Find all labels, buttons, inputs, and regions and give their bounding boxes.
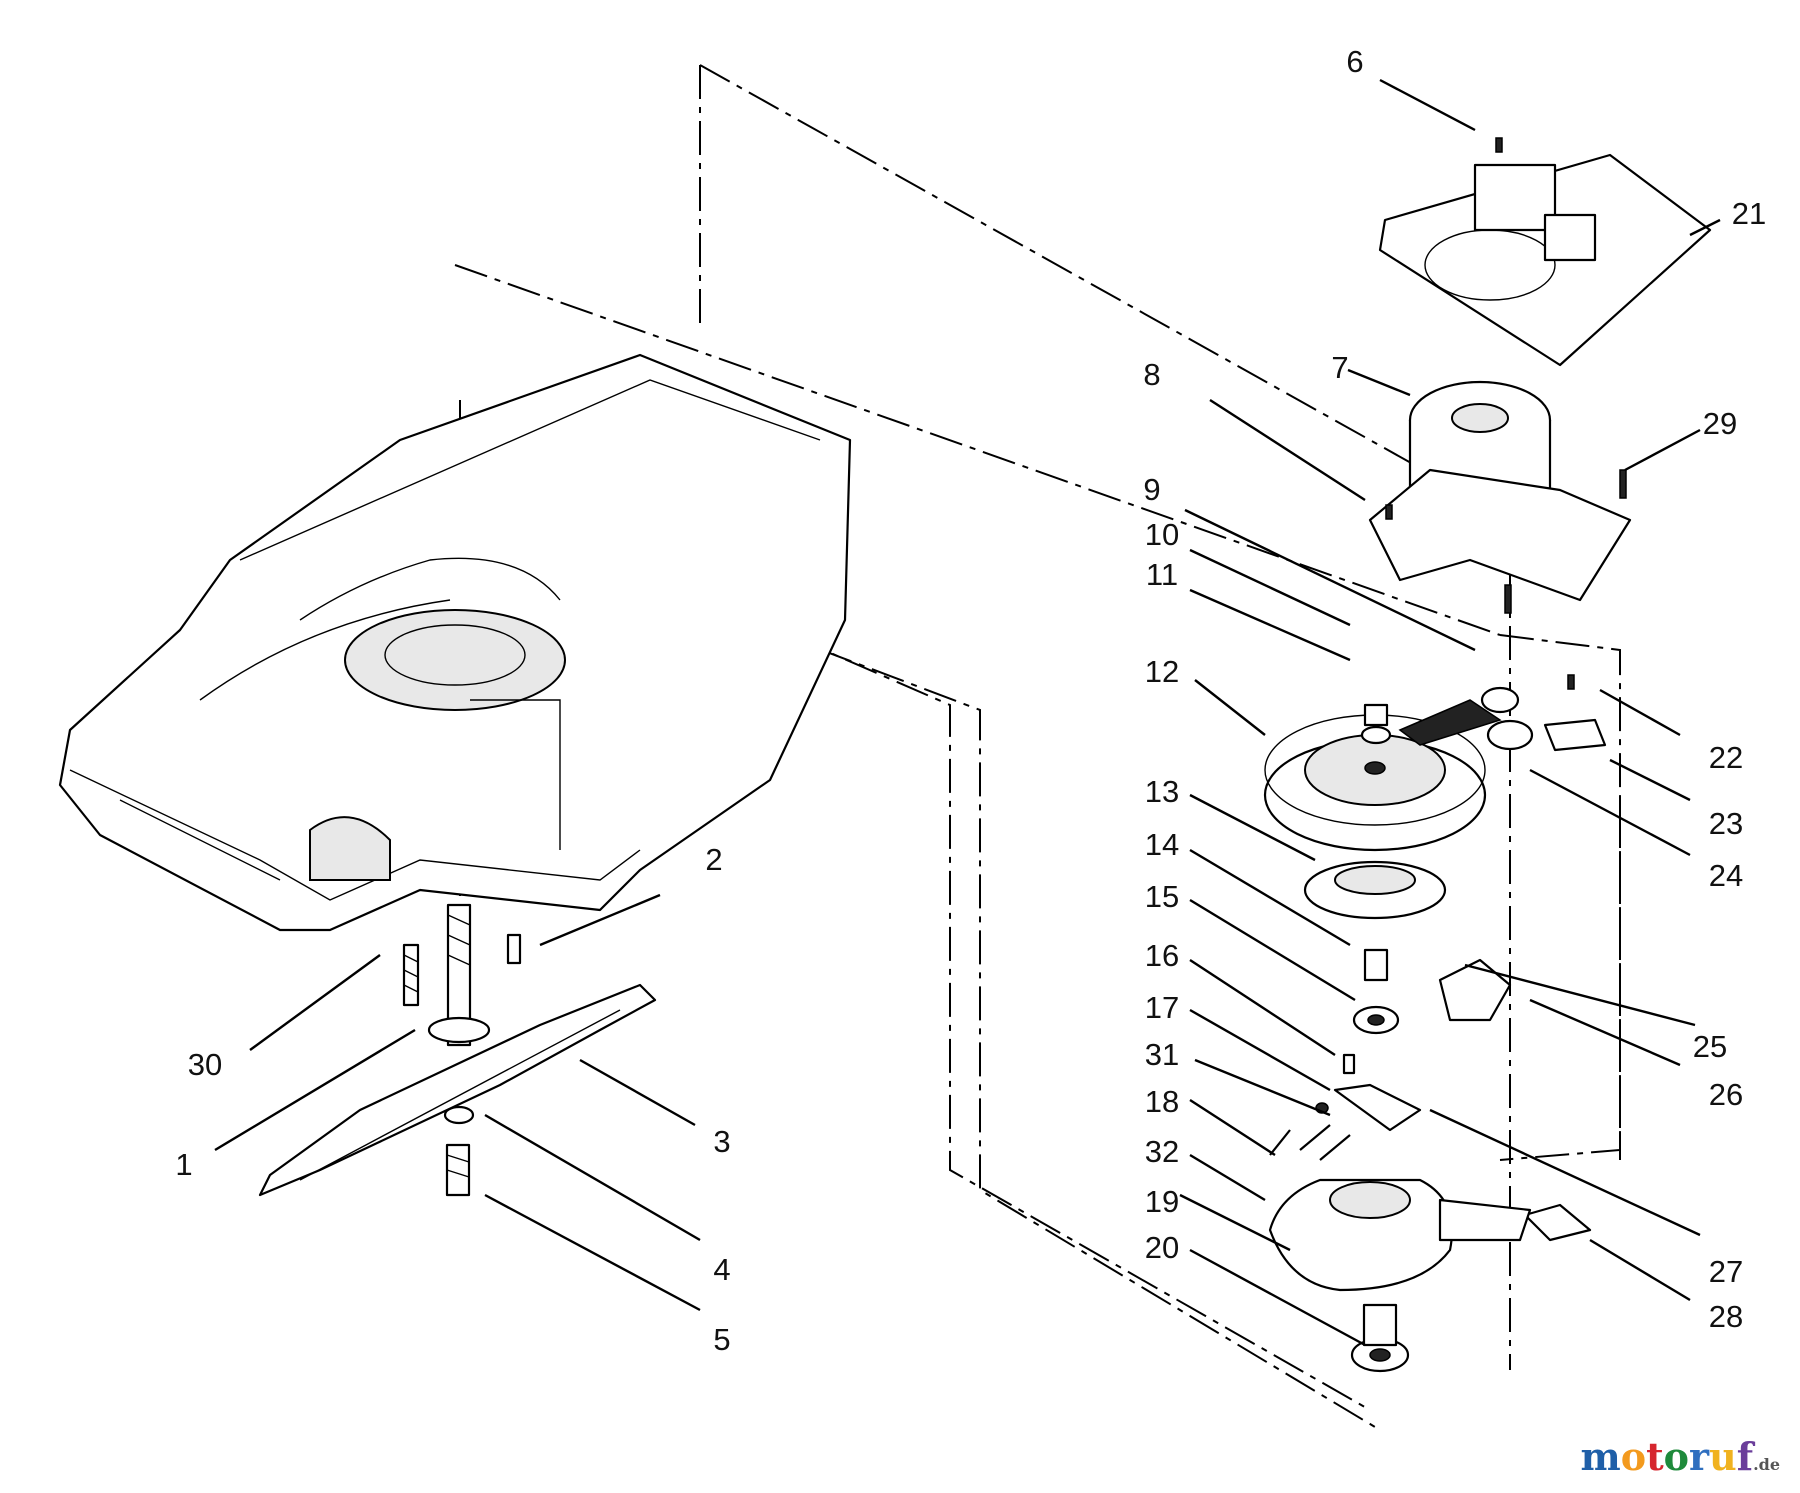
callout-28: 28 (1709, 1299, 1743, 1334)
callout-5: 5 (713, 1322, 730, 1357)
callout-30: 30 (188, 1047, 222, 1082)
mower-deck-housing (58, 353, 852, 932)
callout-4: 4 (713, 1252, 730, 1287)
callout-10: 10 (1145, 517, 1179, 552)
callout-31: 31 (1145, 1037, 1179, 1072)
callout-20: 20 (1145, 1230, 1179, 1265)
callout-29: 29 (1703, 406, 1737, 441)
idler-and-bearings (1269, 860, 1592, 1242)
leader-lines (214, 78, 1721, 1347)
callout-22: 22 (1709, 740, 1743, 775)
callout-21: 21 (1732, 196, 1766, 231)
callout-6: 6 (1346, 44, 1363, 79)
motor-cover-plate (1378, 137, 1712, 367)
callout-25: 25 (1693, 1029, 1727, 1064)
callout-23: 23 (1709, 806, 1743, 841)
pivot-base-and-spring (1268, 1178, 1532, 1373)
pulley-and-belt (1263, 686, 1607, 852)
callout-18: 18 (1145, 1084, 1179, 1119)
callout-19: 19 (1145, 1184, 1179, 1219)
callout-11: 11 (1146, 557, 1178, 592)
callout-16: 16 (1145, 938, 1179, 973)
callout-26: 26 (1709, 1077, 1743, 1112)
callout-8: 8 (1143, 357, 1160, 392)
callout-14: 14 (1145, 827, 1179, 862)
drive-motor (1368, 380, 1632, 690)
watermark-logo: motoruf.de (1580, 1434, 1780, 1479)
callout-32: 32 (1145, 1134, 1179, 1169)
callout-24: 24 (1709, 858, 1743, 893)
spindle-and-blade (258, 903, 657, 1197)
callout-27: 27 (1709, 1254, 1743, 1289)
callout-12: 12 (1145, 654, 1179, 689)
callout-3: 3 (713, 1124, 730, 1159)
callout-9: 9 (1143, 472, 1160, 507)
callout-labels: 1 2 3 4 5 6 7 8 9 10 11 12 13 14 15 16 1… (175, 44, 1766, 1357)
callout-2: 2 (705, 842, 722, 877)
callout-7: 7 (1331, 350, 1348, 385)
callout-1: 1 (175, 1147, 192, 1182)
callout-17: 17 (1145, 990, 1179, 1025)
callout-13: 13 (1145, 774, 1179, 809)
callout-15: 15 (1145, 879, 1179, 914)
